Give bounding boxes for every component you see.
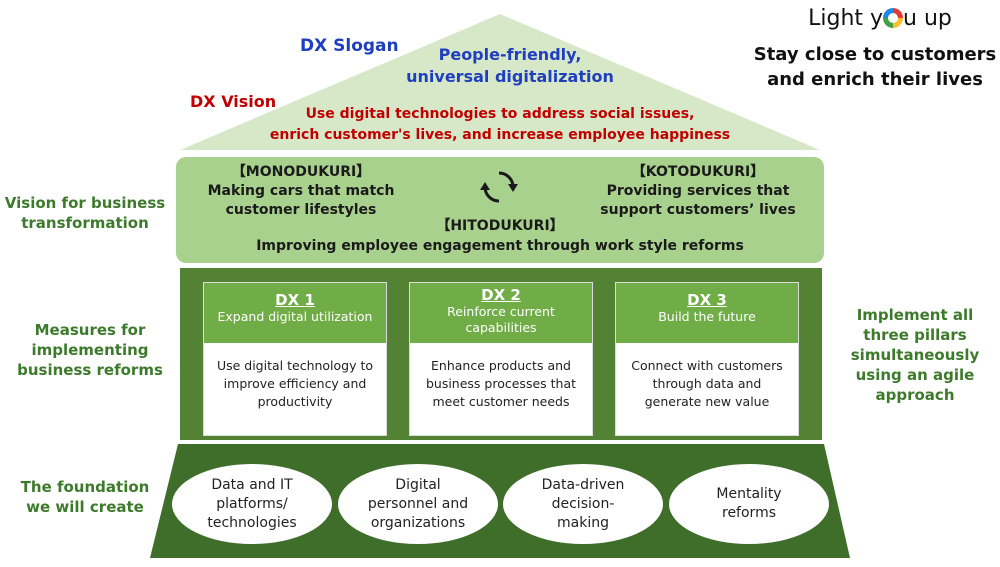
side-label-measures: Measures for implementing business refor… bbox=[5, 320, 175, 380]
pillar-body-line1: Enhance products and bbox=[431, 358, 571, 373]
side-label-a-line4: using an agile bbox=[855, 366, 975, 384]
side-label-a-line5: approach bbox=[875, 386, 955, 404]
pillar-body: Connect with customers through data and … bbox=[616, 357, 798, 411]
dx-slogan-line1: People-friendly, bbox=[438, 45, 582, 64]
dx-slogan-label: DX Slogan bbox=[300, 36, 399, 56]
color-ring-icon bbox=[883, 8, 904, 28]
pillar-body-line1: Use digital technology to bbox=[216, 358, 374, 373]
pillar-body: Use digital technology to improve effici… bbox=[204, 357, 386, 411]
foundation-item-data-driven: Data-driven decision- making bbox=[503, 464, 663, 544]
pillar-card-dx3: DX 3 Build the future Connect with custo… bbox=[615, 282, 799, 436]
foundation-line1: Digital bbox=[395, 476, 441, 493]
foundation-line3: technologies bbox=[207, 514, 297, 531]
pillar-body-line1: Connect with customers bbox=[631, 358, 783, 373]
dx-vision-text: Use digital technologies to address soci… bbox=[230, 104, 770, 146]
pillar-subtitle-line1: Build the future bbox=[658, 309, 756, 324]
side-label-m-line3: business reforms bbox=[17, 361, 163, 379]
dx-vision-label: DX Vision bbox=[190, 92, 277, 111]
pillar-title: DX 2 bbox=[481, 286, 521, 304]
monodukuri-title: 【MONODUKURI】 bbox=[231, 164, 371, 180]
pillar-body: Enhance products and business processes … bbox=[410, 357, 592, 411]
pillar-title: DX 3 bbox=[687, 291, 727, 309]
foundation-line1: Data and IT bbox=[211, 476, 293, 493]
side-label-m-line1: Measures for bbox=[34, 321, 146, 339]
kotodukuri-line2: support customers’ lives bbox=[600, 202, 796, 218]
pillar-body-line2: improve efficiency and bbox=[223, 376, 367, 391]
pillar-card-header: DX 3 Build the future bbox=[616, 283, 798, 343]
foundation-line1: Data-driven bbox=[541, 476, 625, 493]
kotodukuri-title: 【KOTODUKURI】 bbox=[631, 164, 765, 180]
dx-vision-line2: enrich customer's lives, and increase em… bbox=[269, 127, 731, 143]
monodukuri-line2: customer lifestyles bbox=[225, 202, 377, 218]
hitodukuri-text: Improving employee engagement through wo… bbox=[256, 238, 744, 254]
side-label-f-line1: The foundation bbox=[20, 478, 150, 496]
side-label-f-line2: we will create bbox=[26, 498, 144, 516]
kotodukuri-line1: Providing services that bbox=[606, 183, 790, 199]
pillar-subtitle-line1: Reinforce current bbox=[447, 304, 555, 319]
pillar-body-line3: productivity bbox=[257, 394, 333, 409]
foundation-item-digital-personnel: Digital personnel and organizations bbox=[338, 464, 498, 544]
dx-slogan-text: People-friendly, universal digitalizatio… bbox=[360, 44, 660, 88]
side-label-foundation: The foundation we will create bbox=[0, 477, 170, 517]
pillar-title: DX 1 bbox=[275, 291, 315, 309]
pillar-body-line3: meet customer needs bbox=[432, 394, 570, 409]
side-label-a-line1: Implement all bbox=[856, 306, 974, 324]
foundation-item-data-it: Data and IT platforms/ technologies bbox=[172, 464, 332, 544]
side-label-a-line3: simultaneously bbox=[850, 346, 980, 364]
pillar-card-dx1: DX 1 Expand digital utilization Use digi… bbox=[203, 282, 387, 436]
pillar-body-line2: through data and bbox=[652, 376, 762, 391]
recycle-arrows-icon bbox=[480, 171, 518, 203]
pillar-card-header: DX 1 Expand digital utilization bbox=[204, 283, 386, 343]
foundation-shape bbox=[150, 444, 850, 558]
pillar-subtitle-line1: Expand digital utilization bbox=[217, 309, 373, 324]
pillar-body-line2: business processes that bbox=[425, 376, 577, 391]
foundation-line3: making bbox=[557, 514, 609, 531]
side-label-agile: Implement all three pillars simultaneous… bbox=[830, 305, 1000, 405]
monodukuri-line1: Making cars that match bbox=[207, 183, 395, 199]
foundation-line2: personnel and bbox=[367, 495, 469, 512]
dx-vision-line1: Use digital technologies to address soci… bbox=[305, 106, 695, 122]
side-label-a-line2: three pillars bbox=[863, 326, 967, 344]
side-label-vt-line2: transformation bbox=[21, 214, 149, 232]
kotodukuri-block: 【KOTODUKURI】 Providing services that sup… bbox=[578, 163, 818, 220]
pillar-subtitle-line2: capabilities bbox=[465, 320, 537, 335]
foundation-line2: platforms/ bbox=[216, 495, 288, 512]
pillar-card-header: DX 2 Reinforce current capabilities bbox=[410, 283, 592, 343]
foundation-item-mentality: Mentality reforms bbox=[669, 464, 829, 544]
side-label-vision-transformation: Vision for business transformation bbox=[0, 193, 170, 233]
pillar-body-line3: generate new value bbox=[644, 394, 770, 409]
brand-logo: Light y u up bbox=[770, 6, 990, 31]
dx-slogan-line2: universal digitalization bbox=[406, 67, 614, 86]
brand-tagline: Stay close to customers and enrich their… bbox=[753, 44, 997, 90]
foundation-line3: organizations bbox=[370, 514, 466, 531]
foundation-line2: decision- bbox=[551, 495, 615, 512]
foundation-line1: Mentality bbox=[716, 486, 782, 502]
brand-name-pre: Light y bbox=[808, 6, 884, 31]
vision-band bbox=[176, 157, 824, 263]
side-label-vt-line1: Vision for business bbox=[4, 194, 166, 212]
brand-name-post: u up bbox=[903, 6, 952, 31]
foundation-line2: reforms bbox=[722, 505, 776, 521]
hitodukuri-title: 【HITODUKURI】 bbox=[436, 218, 564, 234]
side-label-m-line2: implementing bbox=[31, 341, 149, 359]
pillar-card-dx2: DX 2 Reinforce current capabilities Enha… bbox=[409, 282, 593, 436]
monodukuri-block: 【MONODUKURI】 Making cars that match cust… bbox=[186, 163, 416, 220]
